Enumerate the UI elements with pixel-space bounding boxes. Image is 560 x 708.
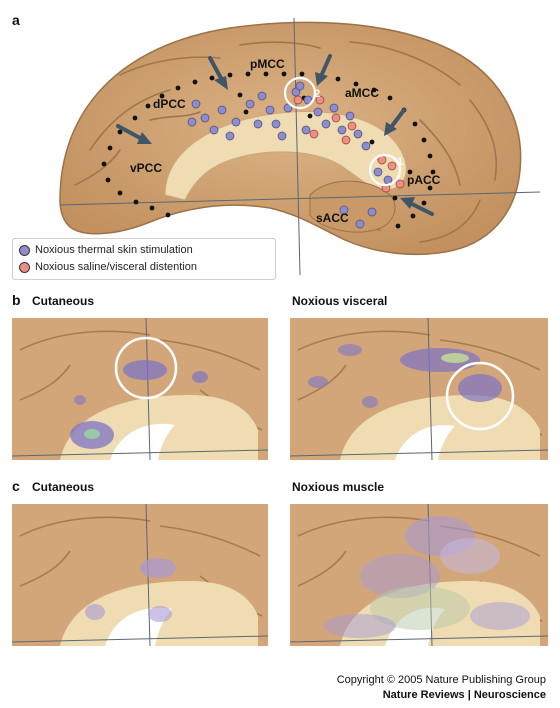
label-pmcc: pMCC <box>250 57 285 71</box>
panel-b-letter: b <box>12 292 21 308</box>
label-dpcc: dPCC <box>153 97 186 111</box>
label-vpcc: vPCC <box>130 161 162 175</box>
legend: Noxious thermal skin stimulation Noxious… <box>12 238 276 280</box>
panel-c-left-brain <box>11 503 269 647</box>
arrows <box>116 54 434 216</box>
visceral-activation-points <box>293 95 405 193</box>
legend-label-visceral: Noxious saline/visceral distention <box>35 261 198 273</box>
panel-c-left-title: Cutaneous <box>32 480 95 494</box>
thermal-activation-points <box>187 81 393 229</box>
panel-b-right-title: Noxious visceral <box>292 294 388 308</box>
legend-label-thermal: Noxious thermal skin stimulation <box>35 244 193 256</box>
legend-swatch-visceral <box>19 261 30 273</box>
panel-b-left-title: Cutaneous <box>32 294 95 308</box>
label-sacc: sACC <box>316 211 349 225</box>
label-amcc: aMCC <box>345 86 379 100</box>
marker-1: 1 <box>397 156 403 168</box>
legend-item-visceral: Noxious saline/visceral distention <box>19 259 197 275</box>
panel-a-brain-figure: pMCC dPCC aMCC vPCC pACC sACC 2 1 <box>59 17 541 276</box>
panel-c-letter: c <box>12 478 20 494</box>
vertical-reference-line <box>293 17 301 276</box>
panel-c-right-brain <box>289 503 549 647</box>
journal-line: Nature Reviews | Neuroscience <box>382 689 546 701</box>
panel-b-left-brain <box>11 317 269 461</box>
horizontal-reference-line <box>59 191 541 206</box>
legend-swatch-thermal <box>19 244 30 256</box>
panel-b-figures <box>11 317 549 461</box>
legend-item-thermal: Noxious thermal skin stimulation <box>19 242 193 258</box>
highlight-circle-2 <box>283 76 317 110</box>
highlight-circle-1 <box>368 153 402 187</box>
marker-2: 2 <box>314 88 320 100</box>
panel-c-figures <box>11 503 549 647</box>
panel-a-letter: a <box>12 12 20 28</box>
label-pacc: pACC <box>407 173 441 187</box>
panel-c-right-title: Noxious muscle <box>292 480 385 494</box>
corpus-callosum <box>164 111 407 201</box>
panel-b-right-brain <box>289 317 549 461</box>
copyright-line: Copyright © 2005 Nature Publishing Group <box>336 674 546 686</box>
